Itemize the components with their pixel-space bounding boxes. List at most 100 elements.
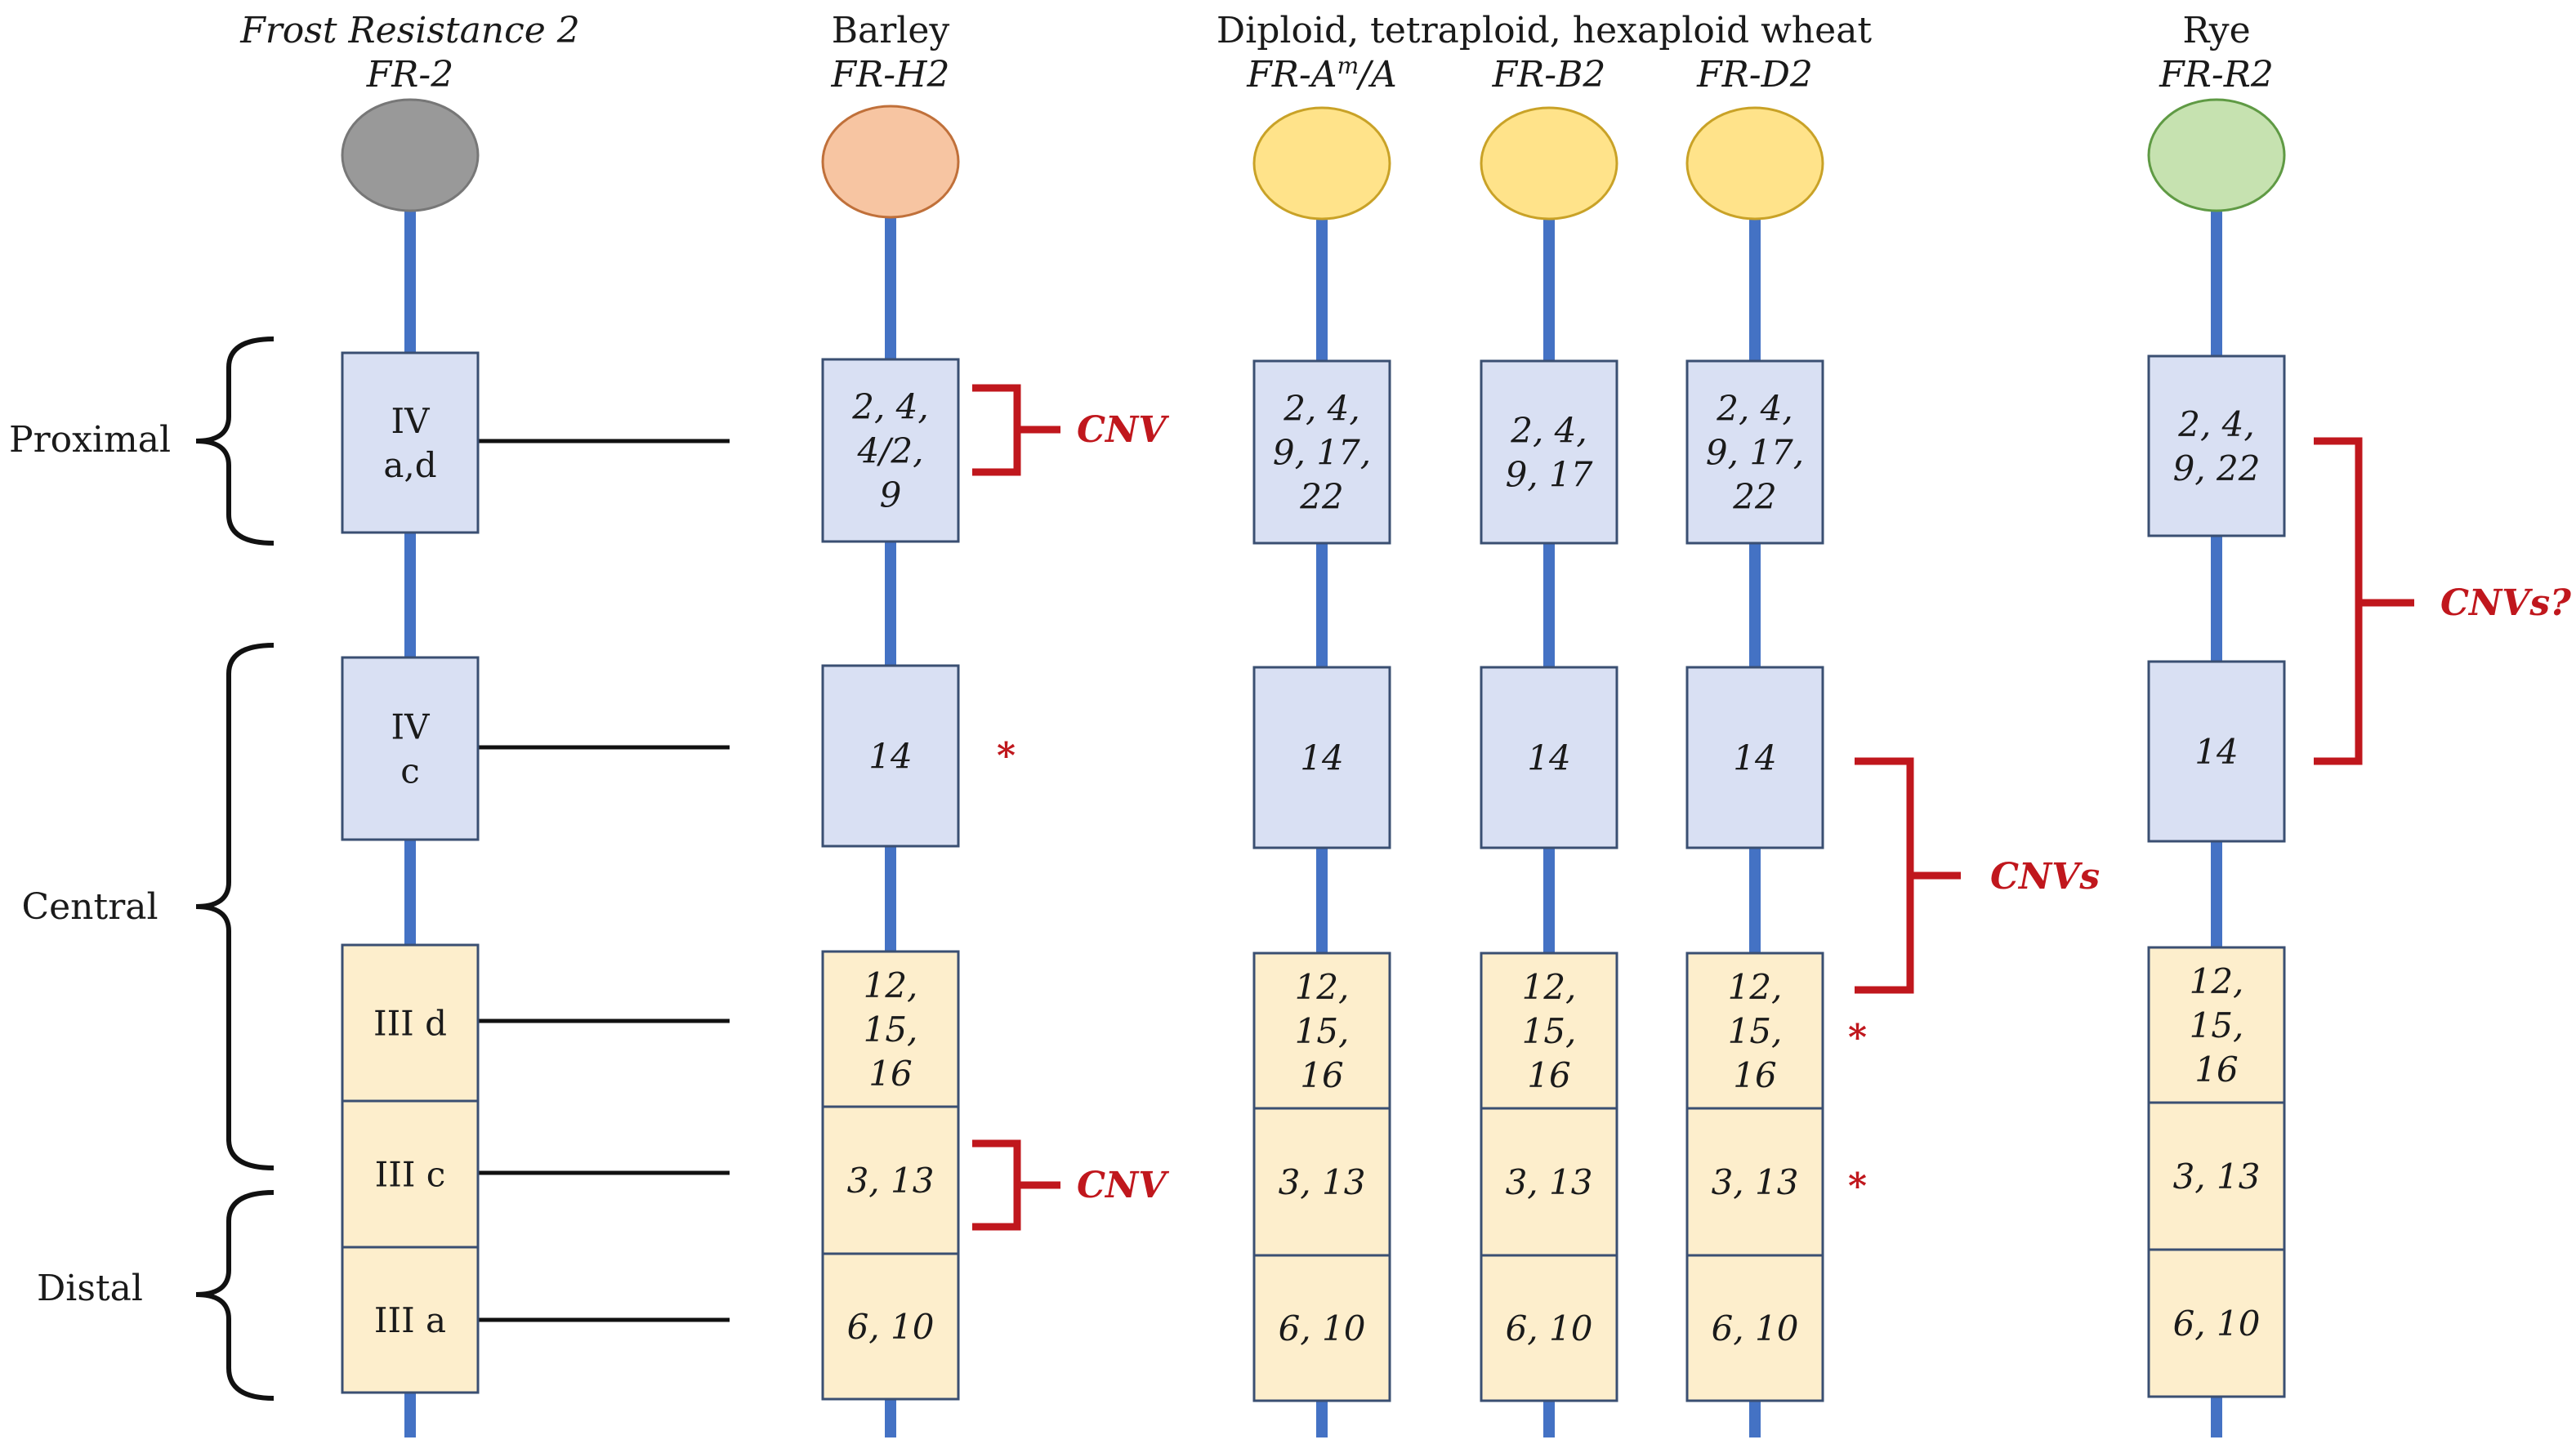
gene-box-wheat-a-1 — [1252, 666, 1391, 849]
bracket-distal — [195, 1190, 275, 1401]
bracket-central — [195, 643, 275, 1170]
gene-box-text-wheat-a-0-1: 9, 17, — [1273, 433, 1371, 473]
gene-box-barley-2 — [821, 950, 960, 1108]
gene-box-text-wheat-d-2-1: 15, — [1728, 1011, 1783, 1051]
cnv-bracket-wheat — [1855, 757, 1961, 994]
centromere-rye — [2147, 98, 2286, 212]
gene-box-wheat-d-2 — [1685, 952, 1824, 1110]
gene-box-text-barley-2-2: 16 — [868, 1054, 912, 1094]
gene-box-text-wheat-a-4-0: 6, 10 — [1279, 1308, 1366, 1348]
gene-box-text-rye-0-0: 2, 4, — [2177, 404, 2255, 444]
gene-box-text-fr2-1-1: c — [400, 751, 420, 791]
fr2-title: Frost Resistance 2 — [239, 10, 580, 51]
connector-lines — [478, 439, 730, 1322]
region-proximal-label: Proximal — [9, 419, 171, 461]
gene-box-text-wheat-d-0-1: 9, 17, — [1706, 433, 1804, 473]
gene-box-text-wheat-a-1-0: 14 — [1300, 738, 1343, 778]
gene-box-wheat-d-0 — [1685, 359, 1824, 545]
gene-box-wheat-b-0 — [1480, 359, 1618, 545]
barley-title: Barley — [832, 10, 950, 51]
gene-box-wheat-d-3 — [1685, 1107, 1824, 1257]
bracket-proximal — [195, 337, 275, 546]
gene-box-text-rye-1-0: 14 — [2194, 732, 2238, 772]
gene-box-text-rye-2-1: 15, — [2190, 1005, 2244, 1045]
gene-box-fr2-3 — [341, 1099, 480, 1249]
fr2-subtitle: FR-2 — [366, 54, 454, 96]
gene-box-wheat-a-0 — [1252, 359, 1391, 545]
cnv-label-rye: CNVs? — [2440, 582, 2572, 624]
gene-box-text-fr2-3-0: III c — [375, 1155, 446, 1195]
gene-box-text-wheat-a-2-0: 12, — [1295, 967, 1350, 1007]
cnv-bracket-barley-bottom — [972, 1139, 1060, 1231]
star-wheat-d-iii-c: * — [1848, 1166, 1867, 1207]
gene-box-text-barley-2-1: 15, — [864, 1010, 918, 1050]
star-wheat-d-iii-d: * — [1848, 1017, 1867, 1059]
cnv-bracket-rye — [2314, 437, 2414, 765]
star-barley-14: * — [997, 735, 1016, 777]
gene-box-text-barley-0-2: 9 — [880, 475, 902, 515]
gene-box-text-wheat-b-2-1: 15, — [1522, 1011, 1577, 1051]
centromere-wheat-a — [1252, 106, 1391, 221]
region-central-label: Central — [21, 886, 158, 928]
gene-box-fr2-1 — [341, 656, 480, 841]
centromere-fr2 — [341, 98, 480, 212]
gene-box-rye-1 — [2147, 660, 2286, 843]
gene-box-fr2-0 — [341, 351, 480, 534]
gene-box-wheat-a-2 — [1252, 952, 1391, 1110]
gene-box-wheat-d-4 — [1685, 1254, 1824, 1402]
gene-box-text-wheat-b-3-0: 3, 13 — [1506, 1162, 1593, 1202]
gene-box-text-wheat-d-0-2: 22 — [1732, 477, 1776, 517]
gene-box-text-rye-4-0: 6, 10 — [2173, 1304, 2261, 1344]
rye-subtitle: FR-R2 — [2159, 54, 2274, 96]
rye-title: Rye — [2182, 10, 2250, 51]
gene-box-wheat-b-1 — [1480, 666, 1618, 849]
gene-box-fr2-4 — [341, 1246, 480, 1394]
centromere-wheat-b — [1480, 106, 1618, 221]
gene-box-rye-0 — [2147, 354, 2286, 537]
gene-box-text-wheat-a-0-2: 22 — [1299, 477, 1343, 517]
gene-box-text-fr2-4-0: III a — [374, 1300, 446, 1340]
centromere-barley — [821, 105, 960, 219]
region-brackets — [195, 337, 275, 1401]
barley-subtitle: FR-H2 — [831, 54, 950, 96]
gene-box-text-barley-0-0: 2, 4, — [851, 387, 929, 427]
wheat-a-subtitle: FR-Am/A — [1246, 52, 1396, 96]
gene-box-text-wheat-d-2-2: 16 — [1733, 1055, 1776, 1095]
gene-box-text-barley-2-0: 12, — [864, 965, 918, 1005]
headers: Frost Resistance 2 FR-2 Barley FR-H2 Dip… — [239, 10, 2274, 96]
gene-box-text-fr2-0-1: a,d — [383, 445, 436, 485]
centromere-wheat-d — [1685, 106, 1824, 221]
gene-box-text-wheat-b-2-0: 12, — [1522, 967, 1577, 1007]
gene-box-text-wheat-d-4-0: 6, 10 — [1712, 1308, 1799, 1348]
gene-box-text-wheat-a-2-2: 16 — [1300, 1055, 1343, 1095]
gene-box-text-rye-3-0: 3, 13 — [2173, 1157, 2261, 1197]
region-distal-label: Distal — [37, 1268, 143, 1309]
cnv-label-wheat: CNVs — [1990, 856, 2100, 898]
gene-box-wheat-b-3 — [1480, 1107, 1618, 1257]
gene-box-text-rye-2-2: 16 — [2194, 1050, 2238, 1090]
gene-box-text-wheat-a-3-0: 3, 13 — [1279, 1162, 1366, 1202]
gene-box-text-barley-3-0: 3, 13 — [847, 1161, 935, 1201]
gene-box-text-wheat-a-0-0: 2, 4, — [1283, 389, 1360, 429]
gene-box-rye-2 — [2147, 946, 2286, 1104]
wheat-title: Diploid, tetraploid, hexaploid wheat — [1217, 10, 1873, 51]
gene-box-barley-0 — [821, 358, 960, 543]
cnv-label-barley-top: CNV — [1077, 409, 1169, 451]
gene-box-text-fr2-0-0: IV — [391, 401, 431, 441]
gene-box-wheat-b-2 — [1480, 952, 1618, 1110]
gene-box-text-wheat-d-2-0: 12, — [1728, 967, 1783, 1007]
gene-box-text-wheat-b-2-2: 16 — [1527, 1055, 1570, 1095]
region-labels: Proximal Central Distal — [9, 419, 171, 1309]
gene-box-wheat-a-3 — [1252, 1107, 1391, 1257]
gene-box-text-wheat-d-1-0: 14 — [1733, 738, 1776, 778]
gene-box-barley-1 — [821, 664, 960, 848]
gene-box-text-barley-1-0: 14 — [868, 737, 912, 777]
